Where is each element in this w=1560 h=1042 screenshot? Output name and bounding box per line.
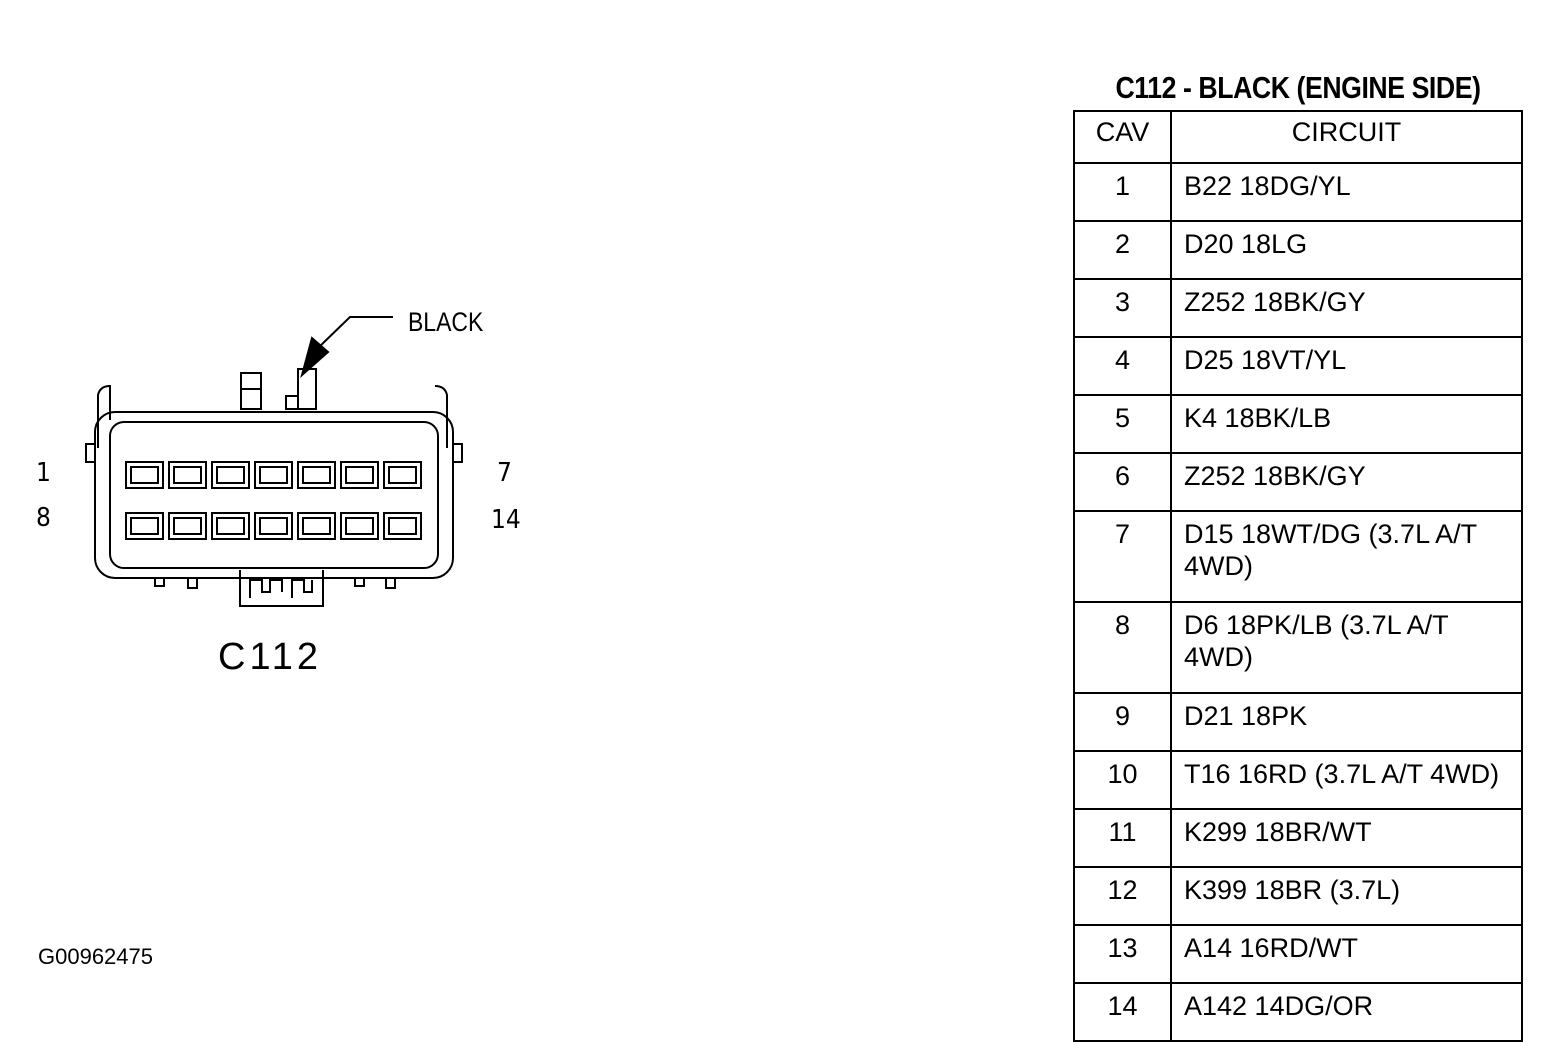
figure-id: G00962475 (38, 944, 153, 969)
header-cav: CAV (1073, 110, 1172, 164)
connector-drawing (85, 316, 463, 607)
circuit-cell: D21 18PK (1170, 692, 1523, 752)
cav-cell: 5 (1073, 394, 1172, 454)
cavity-12 (297, 512, 336, 540)
cav-cell: 1 (1073, 162, 1172, 222)
cavity-inner-7 (388, 466, 417, 484)
circuit-cell: Z252 18BK/GY (1170, 278, 1523, 338)
cavity-inner-9 (173, 517, 202, 535)
cavity-inner-11 (259, 517, 288, 535)
table-header-row: CAV CIRCUIT (1073, 110, 1523, 164)
cavity-inner-10 (216, 517, 245, 535)
cav-cell: 7 (1073, 510, 1172, 603)
cavity-inner-2 (173, 466, 202, 484)
cav-cell: 6 (1073, 452, 1172, 512)
cav-cell: 12 (1073, 866, 1172, 926)
cavity-row-bottom (125, 512, 422, 540)
cavity-inner-13 (345, 517, 374, 535)
cavity-inner-14 (388, 517, 417, 535)
cavity-3 (211, 461, 250, 489)
cavity-5 (297, 461, 336, 489)
latch-posts (240, 368, 317, 410)
pin-label-1: 1 (36, 458, 51, 488)
pin-label-8: 8 (36, 503, 51, 533)
cav-cell: 11 (1073, 808, 1172, 868)
pin-label-7: 7 (497, 458, 512, 488)
table-title: C112 - BLACK (ENGINE SIDE) (1115, 70, 1481, 105)
circuit-cell: K399 18BR (3.7L) (1170, 866, 1523, 926)
connector-housing (85, 384, 463, 579)
bottom-key (154, 570, 396, 607)
circuit-cell: Z252 18BK/GY (1170, 452, 1523, 512)
connector-name: C112 (218, 636, 323, 678)
cavity-inner-12 (302, 517, 331, 535)
cavity-7 (383, 461, 422, 489)
circuit-cell: K4 18BK/LB (1170, 394, 1523, 454)
cavity-13 (340, 512, 379, 540)
pin-label-14: 14 (491, 505, 521, 535)
cavity-4 (254, 461, 293, 489)
cavity-inner-8 (130, 517, 159, 535)
cav-cell: 13 (1073, 924, 1172, 984)
cavity-inner-3 (216, 466, 245, 484)
header-circuit: CIRCUIT (1170, 110, 1523, 164)
circuit-cell: B22 18DG/YL (1170, 162, 1523, 222)
circuit-cell: K299 18BR/WT (1170, 808, 1523, 868)
cav-cell: 3 (1073, 278, 1172, 338)
circuit-cell: T16 16RD (3.7L A/T 4WD) (1170, 750, 1523, 810)
cav-cell: 14 (1073, 982, 1172, 1042)
cavity-9 (168, 512, 207, 540)
circuit-cell: D15 18WT/DG (3.7L A/T 4WD) (1170, 510, 1523, 603)
cav-cell: 9 (1073, 692, 1172, 752)
callout-arrow (300, 316, 393, 378)
cav-cell: 4 (1073, 336, 1172, 396)
cavity-1 (125, 461, 164, 489)
cavity-inner-1 (130, 466, 159, 484)
cavity-14 (383, 512, 422, 540)
cavity-2 (168, 461, 207, 489)
cavity-11 (254, 512, 293, 540)
circuit-cell: D20 18LG (1170, 220, 1523, 280)
cavity-inner-4 (259, 466, 288, 484)
color-callout-label: BLACK (408, 307, 484, 337)
circuit-cell: D6 18PK/LB (3.7L A/T 4WD) (1170, 601, 1523, 694)
cav-cell: 2 (1073, 220, 1172, 280)
circuit-cell: D25 18VT/YL (1170, 336, 1523, 396)
cavity-row-top (125, 461, 422, 489)
cav-cell: 10 (1073, 750, 1172, 810)
cavity-10 (211, 512, 250, 540)
cavity-inner-5 (302, 466, 331, 484)
circuit-cell: A14 16RD/WT (1170, 924, 1523, 984)
cav-cell: 8 (1073, 601, 1172, 694)
cavity-6 (340, 461, 379, 489)
cavity-inner-6 (345, 466, 374, 484)
circuit-cell: A142 14DG/OR (1170, 982, 1523, 1042)
cavity-8 (125, 512, 164, 540)
